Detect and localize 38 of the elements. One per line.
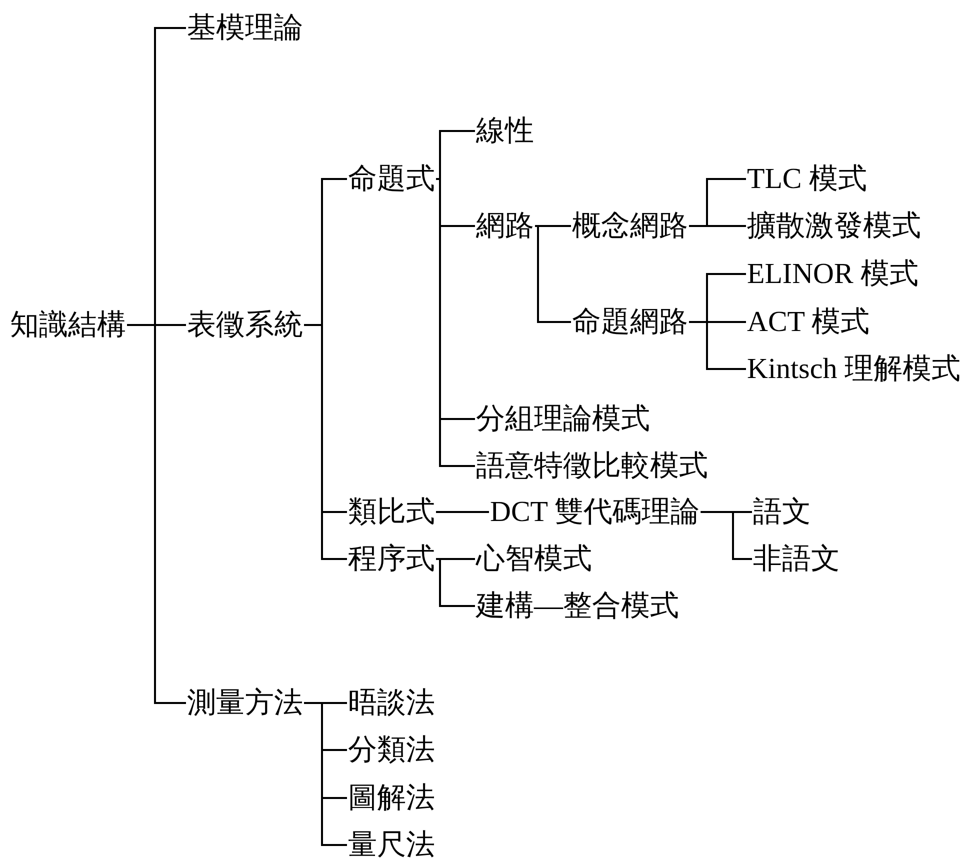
connector-line (436, 511, 489, 513)
tree-label: 量尺法 (348, 828, 435, 861)
tree-label: 程序式 (348, 542, 435, 576)
tree-label: 命題式 (348, 162, 435, 196)
tree-label: 非語文 (753, 542, 840, 576)
tree-label: 分類法 (348, 733, 435, 767)
connector-line (535, 225, 571, 323)
tree-label: 知識結構 (10, 308, 126, 342)
connector-line (127, 324, 186, 704)
tree-label: ELINOR 模式 (747, 257, 919, 291)
tree-label: 建構—整合模式 (476, 589, 679, 623)
tree-label: 心智模式 (476, 542, 592, 576)
tree-label: 晤談法 (348, 686, 435, 720)
connector-line (304, 702, 347, 846)
connector-line (700, 511, 752, 560)
tree-label: 語意特徵比較模式 (476, 449, 708, 483)
tree-label: 線性 (476, 114, 534, 148)
tree-label: Kintsch 理解模式 (747, 352, 960, 386)
connector-line (689, 225, 746, 227)
tree-label: 測量方法 (187, 686, 303, 720)
tree-label: 語文 (753, 495, 811, 529)
connector-line (436, 178, 475, 467)
tree-label: 圖解法 (348, 781, 435, 815)
tree-label: 網路 (476, 209, 534, 243)
connector-line (689, 321, 746, 370)
tree-label: 基模理論 (187, 11, 303, 45)
tree-label: TLC 模式 (747, 162, 868, 196)
tree-label: 表徵系統 (187, 308, 303, 342)
tree-label: ACT 模式 (747, 305, 870, 339)
connector-line (304, 324, 347, 560)
tree-label: DCT 雙代碼理論 (490, 495, 700, 529)
tree-label: 命題網路 (572, 305, 688, 339)
tree-label: 分組理論模式 (476, 402, 650, 436)
connector-line (436, 558, 475, 607)
connector-line (436, 130, 475, 180)
tree-label: 類比式 (348, 495, 435, 529)
tree-label: 概念網路 (572, 209, 688, 243)
tree-label: 擴散激發模式 (747, 209, 921, 243)
